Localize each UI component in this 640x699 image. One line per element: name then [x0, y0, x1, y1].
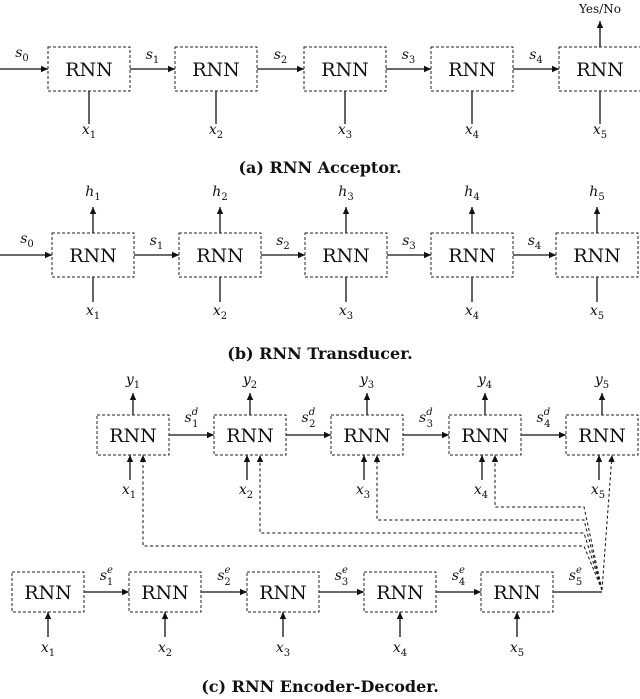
transducer-rnn-cell-3-label: RNN	[322, 245, 370, 267]
acceptor-input-x1: x1	[82, 122, 96, 141]
transducer-input-x4: x4	[465, 303, 479, 322]
acceptor-state-s3: s3	[402, 47, 416, 66]
transducer-state-s3: s3	[402, 233, 416, 252]
transducer-rnn-cell-4	[430, 232, 514, 278]
transducer-output-h1: h1	[85, 184, 100, 203]
transducer-rnn-cell-3	[304, 232, 388, 278]
acceptor-rnn-cell-1-label: RNN	[65, 59, 113, 81]
acceptor-rnn-cell-3	[303, 46, 387, 92]
transducer-rnn-cell-4-label: RNN	[448, 245, 496, 267]
decoder-rnn-cell-4-label: RNN	[461, 425, 509, 447]
acceptor-output-label: Yes/No	[578, 2, 621, 16]
transducer-output-h5: h5	[589, 184, 604, 203]
encoder-input-x4: x4	[393, 640, 407, 659]
acceptor-rnn-cell-2-label: RNN	[192, 59, 240, 81]
encoder-rnn-cell-5-label: RNN	[493, 582, 541, 604]
decoder-input-x5: x5	[591, 482, 605, 501]
acceptor-state-s1: s1	[146, 47, 160, 66]
acceptor-rnn-cell-5-label: RNN	[576, 59, 624, 81]
transducer-caption: (b) RNN Transducer.	[227, 344, 412, 363]
context-link-4	[491, 455, 603, 591]
acceptor-state-s4: s4	[529, 47, 543, 66]
acceptor-input-x5: x5	[593, 122, 607, 141]
decoder-rnn-cell-3	[330, 414, 404, 456]
decoder-rnn-cell-5	[565, 414, 639, 456]
decoder-rnn-cell-2-label: RNN	[226, 425, 274, 447]
context-link-1	[139, 455, 603, 591]
transducer-rnn-cell-2	[178, 232, 262, 278]
encoder-input-x3: x3	[276, 640, 290, 659]
encoder-rnn-cell-5	[480, 571, 554, 613]
decoder-input-x4: x4	[474, 482, 488, 501]
acceptor-init-state-label: s0	[15, 45, 29, 64]
transducer-output-h3: h3	[338, 184, 353, 203]
decoder-rnn-cell-1-label: RNN	[109, 425, 157, 447]
acceptor-rnn-cell-5	[558, 46, 640, 92]
acceptor-input-x4: x4	[465, 122, 479, 141]
decoder-input-x2: x2	[239, 482, 253, 501]
decoder-output-y1: y1	[125, 372, 140, 391]
encoder-input-x1: x1	[41, 640, 55, 659]
acceptor-rnn-cell-4	[430, 46, 514, 92]
decoder-rnn-cell-3-label: RNN	[343, 425, 391, 447]
transducer-input-x5: x5	[590, 303, 604, 322]
transducer-rnn-cell-1	[51, 232, 135, 278]
acceptor-rnn-cell-2	[174, 46, 258, 92]
encoder-decoder-caption: (c) RNN Encoder-Decoder.	[201, 677, 439, 696]
transducer-rnn-cell-2-label: RNN	[196, 245, 244, 267]
encoder-input-x2: x2	[158, 640, 172, 659]
acceptor-rnn-cell-1	[47, 46, 131, 92]
decoder-rnn-cell-2	[213, 414, 287, 456]
transducer-state-s4: s4	[528, 233, 542, 252]
encoder-rnn-cell-2	[128, 571, 202, 613]
acceptor-state-s2: s2	[274, 47, 288, 66]
decoder-output-y3: y3	[359, 372, 374, 391]
acceptor-rnn-cell-4-label: RNN	[448, 59, 496, 81]
transducer-state-s2: s2	[276, 233, 290, 252]
decoder-input-x1: x1	[122, 482, 136, 501]
encoder-rnn-cell-1-label: RNN	[24, 582, 72, 604]
transducer-rnn-cell-5	[555, 232, 639, 278]
decoder-output-y5: y5	[594, 372, 609, 391]
encoder-rnn-cell-2-label: RNN	[141, 582, 189, 604]
decoder-rnn-cell-1	[96, 414, 170, 456]
encoder-rnn-cell-4	[363, 571, 437, 613]
decoder-rnn-cell-4	[448, 414, 522, 456]
encoder-rnn-cell-4-label: RNN	[376, 582, 424, 604]
transducer-input-x3: x3	[339, 303, 353, 322]
decoder-rnn-cell-5-label: RNN	[578, 425, 626, 447]
decoder-input-x3: x3	[356, 482, 370, 501]
transducer-input-x2: x2	[213, 303, 227, 322]
transducer-input-x1: x1	[86, 303, 100, 322]
transducer-state-s1: s1	[150, 233, 164, 252]
context-link-2	[256, 455, 603, 591]
decoder-output-y2: y2	[242, 372, 257, 391]
acceptor-rnn-cell-3-label: RNN	[321, 59, 369, 81]
transducer-init-state-label: s0	[20, 231, 34, 250]
encoder-input-x5: x5	[510, 640, 524, 659]
decoder-output-y4: y4	[477, 372, 492, 391]
transducer-rnn-cell-1-label: RNN	[69, 245, 117, 267]
context-link-5	[601, 454, 615, 591]
encoder-rnn-cell-1	[11, 571, 85, 613]
encoder-rnn-cell-3	[246, 571, 320, 613]
encoder-rnn-cell-3-label: RNN	[259, 582, 307, 604]
acceptor-input-x2: x2	[209, 122, 223, 141]
transducer-output-h4: h4	[464, 184, 479, 203]
transducer-output-h2: h2	[212, 184, 227, 203]
acceptor-input-x3: x3	[338, 122, 352, 141]
transducer-rnn-cell-5-label: RNN	[573, 245, 621, 267]
acceptor-caption: (a) RNN Acceptor.	[238, 158, 401, 177]
